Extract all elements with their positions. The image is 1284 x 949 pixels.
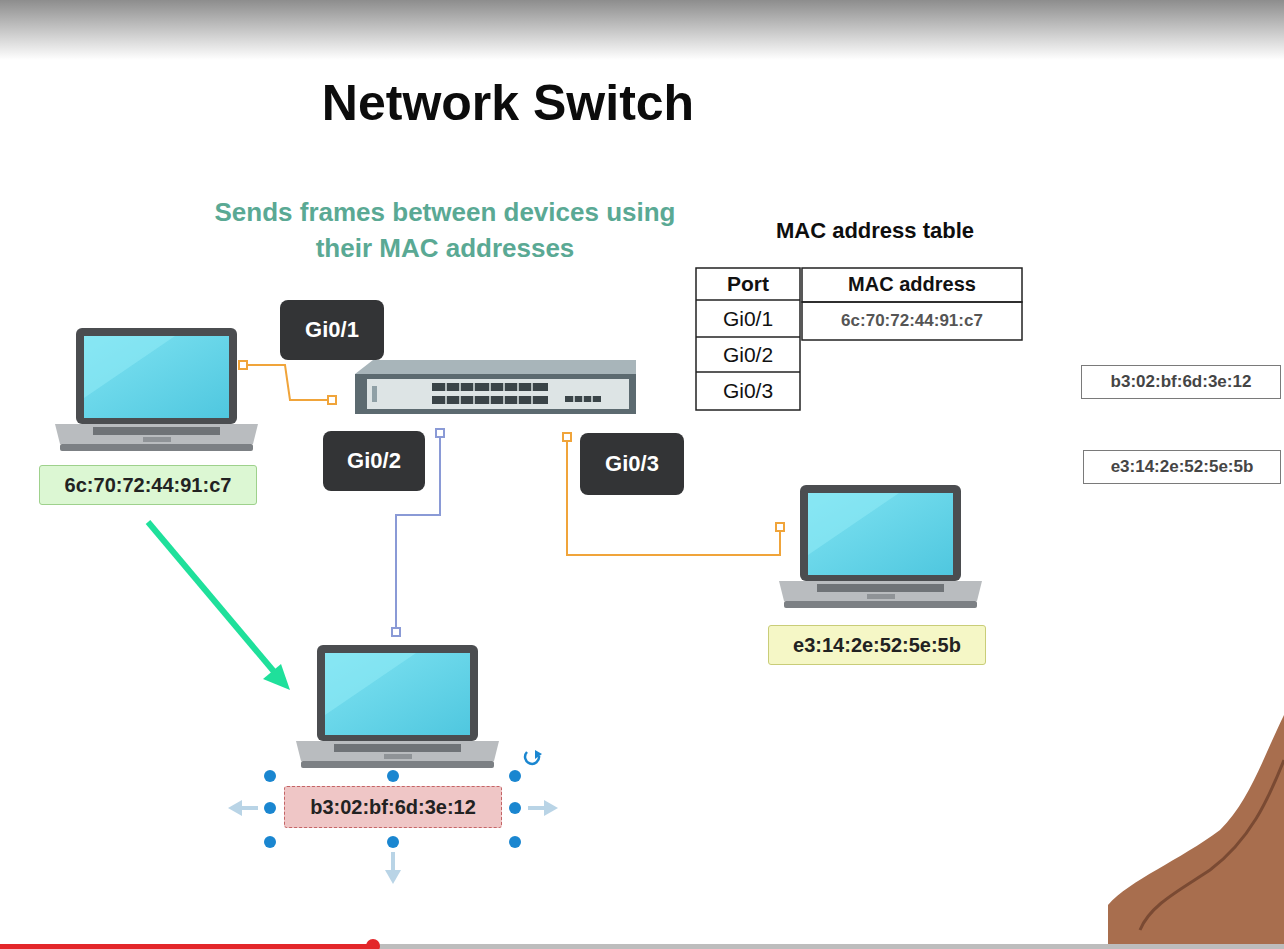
node-text: Gi0/2 bbox=[347, 448, 401, 474]
node-text: b3:02:bf:6d:3e:12 bbox=[310, 796, 476, 819]
node-text: Gi0/3 bbox=[605, 451, 659, 477]
mac-address-tag: 6c:70:72:44:91:c7 bbox=[39, 465, 257, 505]
node-text: e3:14:2e:52:5e:5b bbox=[793, 634, 961, 657]
port-label: Gi0/2 bbox=[323, 431, 425, 491]
page-title: Network Switch bbox=[258, 74, 758, 132]
progress-bar bbox=[0, 939, 1284, 949]
mac-address-tag: b3:02:bf:6d:3e:12 bbox=[284, 786, 502, 828]
node-text: e3:14:2e:52:5e:5b bbox=[1111, 457, 1254, 477]
table-header: Port bbox=[696, 271, 800, 296]
port-label: Gi0/1 bbox=[280, 300, 384, 360]
table-cell: Gi0/1 bbox=[696, 306, 800, 331]
switch-icon bbox=[355, 360, 636, 414]
node-text: Gi0/1 bbox=[305, 317, 359, 343]
cables bbox=[243, 365, 780, 632]
mac-address-tag: e3:14:2e:52:5e:5b bbox=[768, 625, 986, 665]
top-shade bbox=[0, 0, 1284, 60]
laptop-icon bbox=[779, 485, 982, 608]
laptop-icon bbox=[55, 328, 258, 451]
mac-address-box: b3:02:bf:6d:3e:12 bbox=[1081, 365, 1281, 399]
selection-handles bbox=[228, 750, 558, 884]
laptop-icon bbox=[296, 645, 499, 768]
node-text: 6c:70:72:44:91:c7 bbox=[65, 474, 232, 497]
table-cell: Gi0/3 bbox=[696, 378, 800, 403]
node-text: b3:02:bf:6d:3e:12 bbox=[1111, 372, 1252, 392]
frame-arrow bbox=[148, 522, 290, 690]
table-cell: 6c:70:72:44:91:c7 bbox=[802, 311, 1022, 331]
table-title: MAC address table bbox=[730, 218, 1020, 244]
subtitle: Sends frames between devices using their… bbox=[200, 194, 690, 267]
mac-address-box: e3:14:2e:52:5e:5b bbox=[1083, 450, 1281, 484]
cable-ends bbox=[239, 361, 784, 636]
table-header: MAC address bbox=[802, 272, 1022, 296]
port-label: Gi0/3 bbox=[580, 433, 684, 495]
table-grid bbox=[696, 268, 1022, 410]
table-cell: Gi0/2 bbox=[696, 342, 800, 367]
presenter-hand bbox=[1108, 715, 1284, 949]
